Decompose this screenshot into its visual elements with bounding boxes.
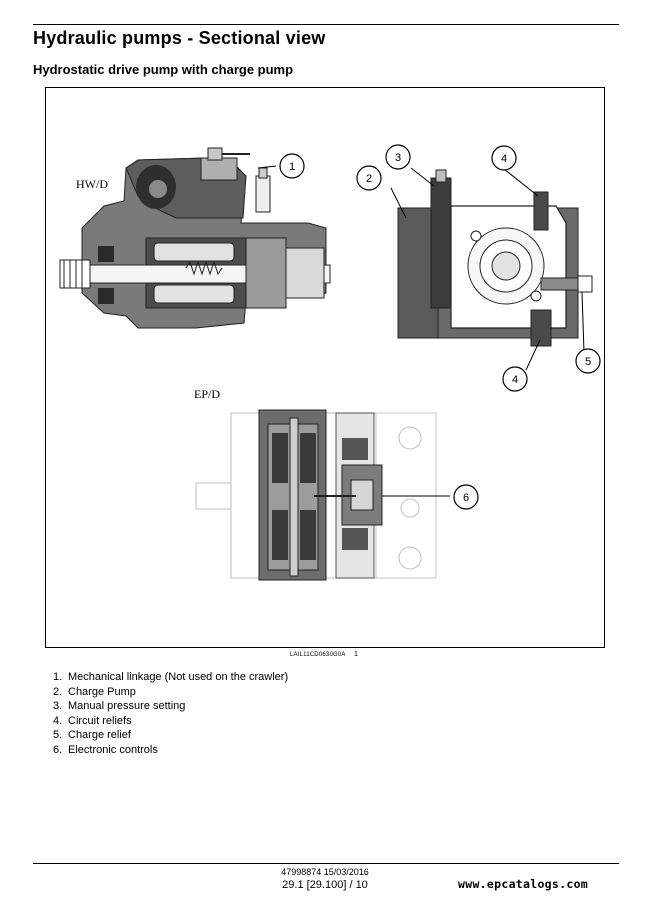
legend-item: 6.Electronic controls xyxy=(53,743,158,756)
callout-4-bottom: 4 xyxy=(502,366,528,392)
pump-sectional-drawing: HW/D xyxy=(59,144,601,581)
hwd-sectional-view: HW/D xyxy=(59,147,331,329)
watermark: www.epcatalogs.com xyxy=(458,877,589,891)
document-reference: 47998874 15/03/2016 xyxy=(281,867,369,877)
legend-item: 5.Charge relief xyxy=(53,729,131,742)
svg-text:6: 6 xyxy=(463,492,469,504)
callout-6: 6 xyxy=(453,484,479,510)
figure-frame: HW/D xyxy=(45,87,605,648)
legend-list: 1.Mechanical linkage (Not used on the cr… xyxy=(53,670,288,758)
callout-5: 5 xyxy=(575,348,601,374)
page-subtitle: Hydrostatic drive pump with charge pump xyxy=(33,62,294,77)
callout-2: 2 xyxy=(356,165,382,191)
svg-text:4: 4 xyxy=(501,153,507,165)
legend-item: 4.Circuit reliefs xyxy=(53,714,132,727)
svg-text:2: 2 xyxy=(366,173,372,185)
legend-item: 1.Mechanical linkage (Not used on the cr… xyxy=(53,671,289,683)
footer-rule xyxy=(33,863,619,864)
callout-1: 1 xyxy=(279,153,305,179)
end-view xyxy=(390,167,593,371)
figure-code: LAIL11CD0630G0A xyxy=(290,652,346,658)
legend-item: 3.Manual pressure setting xyxy=(53,700,186,713)
callout-3: 3 xyxy=(385,144,411,170)
view-label-epd: EP/D xyxy=(194,387,220,401)
view-label-hwd: HW/D xyxy=(76,177,108,191)
svg-text:1: 1 xyxy=(289,161,295,173)
figure-number: 1 xyxy=(354,651,358,658)
svg-text:5: 5 xyxy=(585,356,591,368)
page-title: Hydraulic pumps - Sectional view xyxy=(33,28,326,48)
epd-view: EP/D xyxy=(194,387,450,581)
page-reference: 29.1 [29.100] / 10 xyxy=(282,879,368,891)
svg-text:3: 3 xyxy=(395,152,401,164)
svg-text:4: 4 xyxy=(512,374,518,386)
legend-item: 2.Charge Pump xyxy=(53,685,136,698)
callout-4-top: 4 xyxy=(491,145,517,171)
header-rule xyxy=(33,24,619,25)
